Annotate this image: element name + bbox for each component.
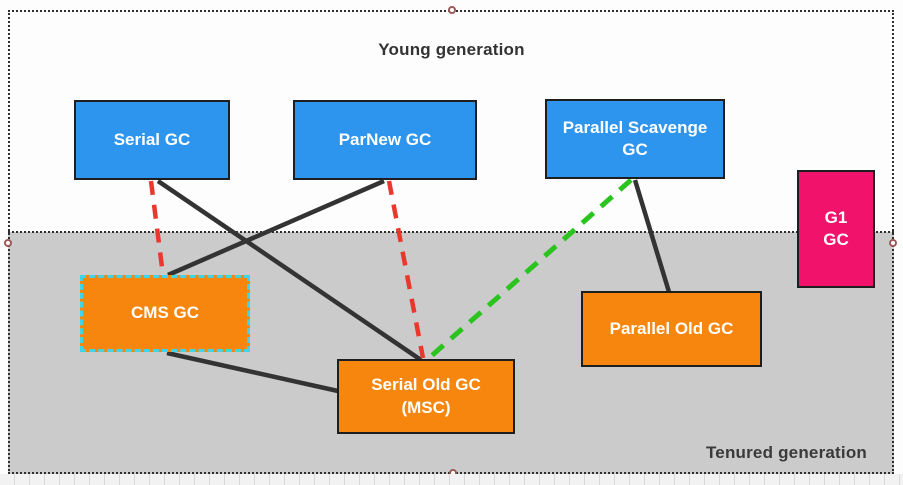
selection-handle-right[interactable] [889, 239, 897, 247]
edge-serial-to-cms-dashed-red [148, 180, 166, 276]
node-g1-gc[interactable]: G1 GC [797, 170, 875, 288]
edge-cms-to-serial-old [166, 350, 339, 394]
node-g1-gc-label: G1 GC [823, 207, 849, 249]
node-parallel-old-gc[interactable]: Parallel Old GC [581, 291, 762, 367]
node-parallel-scavenge-gc-label: Parallel Scavenge GC [562, 117, 708, 159]
edge-parallel-scavenge-to-parallel-old [632, 179, 672, 293]
bottom-tick-strip [0, 474, 903, 485]
node-serial-old-gc-label: Serial Old GC (MSC) [371, 375, 481, 417]
node-parnew-gc-label: ParNew GC [338, 129, 432, 149]
generation-boundary-dotted-line [8, 231, 894, 233]
selection-handle-left[interactable] [4, 239, 12, 247]
tenured-generation-label: Tenured generation [705, 443, 867, 462]
edge-parallel-scavenge-to-serial-old-dashed-green [427, 178, 633, 360]
node-cms-gc-label: CMS GC [131, 303, 199, 323]
edge-parnew-to-cms [167, 178, 385, 278]
young-generation-label: Young generation [378, 40, 525, 59]
node-parnew-gc[interactable]: ParNew GC [293, 100, 477, 180]
node-parallel-scavenge-gc[interactable]: Parallel Scavenge GC [545, 99, 725, 179]
edge-parnew-to-serial-old-dashed-red [386, 180, 426, 359]
node-cms-gc[interactable]: CMS GC [80, 275, 250, 352]
node-serial-old-gc[interactable]: Serial Old GC (MSC) [337, 359, 515, 434]
selection-handle-top[interactable] [448, 6, 456, 14]
node-serial-gc-label: Serial GC [113, 129, 191, 149]
edge-serial-to-serial-old [156, 179, 423, 362]
node-serial-gc[interactable]: Serial GC [74, 100, 230, 180]
node-parallel-old-gc-label: Parallel Old GC [609, 318, 734, 338]
